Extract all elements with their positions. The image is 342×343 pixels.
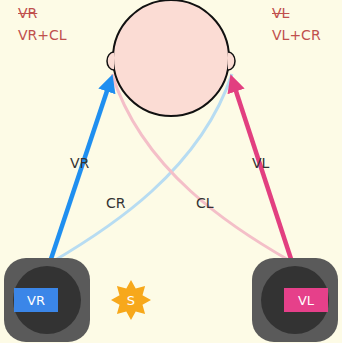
speaker-label: VR	[14, 288, 58, 312]
ear-signal: VR+CL	[18, 28, 67, 42]
node-text: S	[127, 294, 135, 307]
speaker-housing	[4, 258, 90, 342]
path-label: VR	[70, 156, 89, 170]
source-star: S	[111, 280, 151, 320]
ear-left	[107, 52, 114, 70]
speaker-housing	[252, 258, 338, 342]
speaker-cone	[261, 266, 329, 334]
path-label: CR	[106, 196, 126, 210]
cancelled-signal: VR	[18, 6, 37, 20]
ear-right	[228, 52, 235, 70]
head	[113, 0, 229, 116]
ear-signal: VL+CR	[272, 28, 321, 42]
direct-arrow-left	[233, 82, 292, 262]
node-text: VR	[27, 294, 45, 307]
speaker-cone	[13, 266, 81, 334]
path-label: VL	[252, 156, 269, 170]
cancelled-signal: VL	[272, 6, 289, 20]
speaker-label: VL	[284, 288, 328, 312]
direct-arrow-right	[50, 82, 110, 262]
node-text: VL	[298, 294, 314, 307]
path-label: CL	[196, 196, 214, 210]
